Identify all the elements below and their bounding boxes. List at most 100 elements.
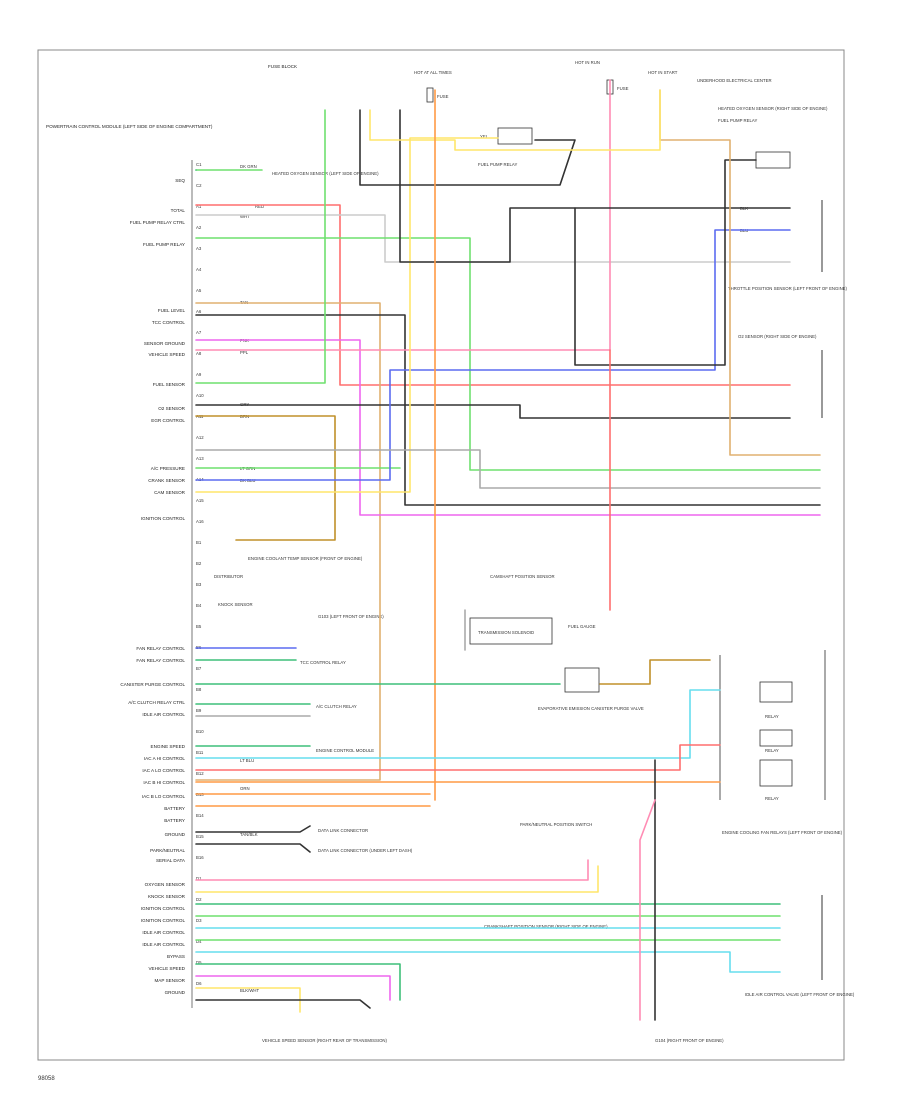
module-pin-label: IGNITION CONTROL: [141, 516, 186, 521]
pin-id: A2: [196, 225, 202, 230]
module-pin-label: TCC CONTROL: [152, 320, 186, 325]
fuel-pump-relay-label: FUEL PUMP RELAY: [478, 162, 517, 167]
pin-id: A15: [196, 498, 204, 503]
coolant-temp-label: ENGINE COOLANT TEMP SENSOR (FRONT OF ENG…: [248, 556, 363, 561]
pin-id: D5: [196, 960, 202, 965]
data-link-label: DATA LINK CONNECTOR: [318, 828, 368, 833]
module-pin-label: MAP SENSOR: [154, 978, 185, 983]
wire-dk-green: [195, 963, 401, 1001]
pin-id: C2: [196, 183, 202, 188]
dlc-label: DATA LINK CONNECTOR (UNDER LEFT DASH): [318, 848, 413, 853]
o2-sensor-label: O2 SENSOR (RIGHT SIDE OF ENGINE): [738, 334, 817, 339]
pin-id: B5: [196, 624, 202, 629]
pin-id: B10: [196, 729, 204, 734]
wire-brown: [599, 659, 711, 685]
module-pin-label: FUEL SENSOR: [153, 382, 186, 387]
pin-id: A5: [196, 288, 202, 293]
pin-id: B15: [196, 834, 204, 839]
module-pin-label: FAN RELAY CONTROL: [136, 646, 185, 651]
wire-yellow: [195, 137, 499, 493]
pcm-label: POWERTRAIN CONTROL MODULE (LEFT SIDE OF …: [46, 124, 213, 129]
fuel-gauge-label: FUEL GAUGE: [568, 624, 596, 629]
module-pin-label: SENSOR GROUND: [144, 341, 186, 346]
pin-id: D2: [196, 897, 202, 902]
fuse-symbol-1: FUSE: [426, 87, 449, 103]
tcc-relay-label: TCC CONTROL RELAY: [300, 660, 346, 665]
wire-black: [195, 999, 371, 1009]
wire-yellow: [195, 987, 301, 1013]
wire-lt-green: [195, 109, 326, 384]
pin-ids: C1C2A1A2A3A4A5A6A7A8A9A10A11A12A13A14A15…: [196, 162, 204, 986]
module-pin-label: IDLE AIR CONTROL: [142, 942, 185, 947]
page-border: [37, 49, 845, 1061]
module-pin-label: BATTERY: [164, 806, 185, 811]
wire-lt-green: [195, 237, 821, 471]
wire-blue: [195, 229, 791, 481]
pin-id: B11: [196, 750, 204, 755]
pin-id: B14: [196, 813, 204, 818]
page-code: 98058: [38, 1076, 55, 1082]
wire-label-black-white: BLK/WHT: [240, 988, 259, 993]
relay-c-label: RELAY: [765, 796, 779, 801]
module-pin-label: IAC A LO CONTROL: [142, 768, 185, 773]
pin-id: D3: [196, 918, 202, 923]
wire-black: [195, 314, 821, 506]
fuel-pump-relay-box: FUEL PUMP RELAY: [478, 127, 533, 167]
ground-right-label: G104 (RIGHT FRONT OF ENGINE): [655, 1038, 724, 1043]
relay-a-label: RELAY: [765, 714, 779, 719]
wire-black: [574, 159, 757, 366]
module-pin-label: FAN RELAY CONTROL: [136, 658, 185, 663]
fuel-pump-relay-label-2: FUEL PUMP RELAY: [718, 118, 757, 123]
vss-label: VEHICLE SPEED SENSOR (RIGHT REAR OF TRAN…: [262, 1038, 388, 1043]
wire-label-tan-black: TAN/BLK: [240, 832, 258, 837]
module-pin-label: IAC A HI CONTROL: [144, 756, 186, 761]
module-pin-label: KNOCK SENSOR: [148, 894, 186, 899]
module-pin-label: FUEL LEVEL: [158, 308, 186, 313]
wire-label-orange: ORN: [240, 786, 250, 791]
wire-brown: [195, 415, 336, 541]
wire-pink: [195, 859, 589, 881]
wire-purple: [195, 339, 821, 516]
wire-tan: [659, 89, 821, 456]
cooling-fan-relays: RELAY RELAY RELAY: [719, 650, 826, 801]
ground-left-label: G103 (LEFT FRONT OF ENGINE): [318, 614, 384, 619]
pin-id: B9: [196, 708, 202, 713]
pin-id: A8: [196, 351, 202, 356]
wire-black: [359, 109, 576, 186]
pin-id: A7: [196, 330, 202, 335]
hot-start-label: HOT IN START: [648, 70, 678, 75]
module-pin-label: IDLE AIR CONTROL: [142, 712, 185, 717]
pin-id: B7: [196, 666, 202, 671]
throttle-pos-label: THROTTLE POSITION SENSOR (LEFT FRONT OF …: [728, 286, 848, 291]
module-pin-label: FUEL PUMP RELAY CTRL: [130, 220, 186, 225]
module-pin-label: VEHICLE SPEED: [148, 966, 185, 971]
fuse-label-1: FUSE: [437, 94, 449, 99]
pin-id: D4: [196, 939, 202, 944]
heated-o2-right-label: HEATED OXYGEN SENSOR (RIGHT SIDE OF ENGI…: [718, 106, 828, 111]
module-pin-label: GROUND: [165, 832, 186, 837]
module-pin-label: CANISTER PURGE CONTROL: [120, 682, 185, 687]
wire-label-purple: PPL: [240, 350, 249, 355]
wire-label-yellow: YEL: [480, 134, 489, 139]
ac-clutch-relay-label: A/C CLUTCH RELAY: [316, 704, 357, 709]
fuse-label-2: FUSE: [617, 86, 629, 91]
wire-lt-blue: [195, 689, 721, 759]
underhood-label: UNDERHOOD ELECTRICAL CENTER: [697, 78, 772, 83]
wire-label-lt-blue: LT BLU: [240, 758, 254, 763]
pin-id: A13: [196, 456, 204, 461]
hot-run-label: HOT IN RUN: [575, 60, 600, 65]
pin-id: A1: [196, 204, 202, 209]
module-pin-label: FUEL PUMP RELAY: [143, 242, 185, 247]
wire-black: [195, 843, 311, 853]
wires: [195, 79, 821, 1021]
wire-black: [195, 825, 311, 833]
pin-id: B12: [196, 771, 204, 776]
module-pin-label: EGR CONTROL: [151, 418, 185, 423]
wire-yellow: [195, 865, 599, 893]
wire-black: [399, 109, 791, 263]
module-pin-label: IAC B LO CONTROL: [142, 794, 186, 799]
module-pin-label: CRANK SENSOR: [148, 478, 185, 483]
canister-purge-box: EVAPORATIVE EMISSION CANISTER PURGE VALV…: [538, 667, 644, 711]
